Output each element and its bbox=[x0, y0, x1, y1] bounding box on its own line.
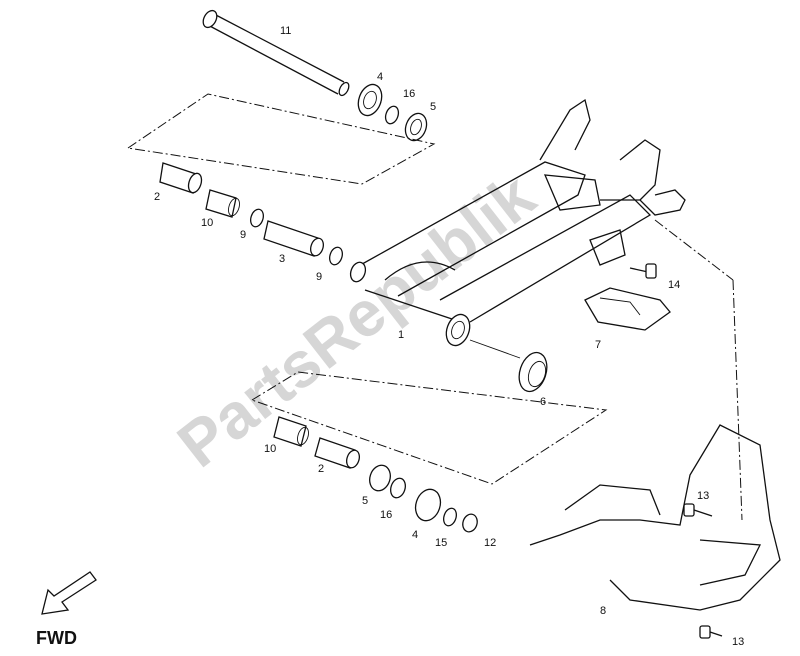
callout-5-upper: 5 bbox=[430, 101, 436, 113]
upper-seal-stack bbox=[357, 83, 428, 142]
swing-arm-part-1 bbox=[349, 98, 686, 359]
callout-13-lower: 13 bbox=[732, 636, 744, 648]
callout-4-lower: 4 bbox=[412, 529, 418, 541]
callout-10-lower: 10 bbox=[264, 443, 276, 455]
callout-2-lower: 2 bbox=[318, 463, 324, 475]
callout-4-upper: 4 bbox=[377, 71, 383, 83]
callout-6: 6 bbox=[540, 396, 546, 408]
upper-bushing-stack bbox=[159, 162, 343, 266]
callout-10-upper: 10 bbox=[201, 217, 213, 229]
callout-12: 12 bbox=[484, 537, 496, 549]
chain-guide-part-6 bbox=[518, 351, 548, 393]
callout-16-lower: 16 bbox=[380, 509, 392, 521]
lower-bushing-stack bbox=[273, 416, 360, 469]
forward-arrow-icon bbox=[41, 571, 97, 615]
callout-14: 14 bbox=[668, 279, 680, 291]
callout-1: 1 bbox=[398, 329, 404, 341]
forward-direction-label: FWD bbox=[36, 628, 77, 648]
upper-exploded-frame bbox=[127, 93, 436, 185]
footrest-guard-part-8 bbox=[529, 219, 781, 611]
bolt-part-14 bbox=[629, 263, 657, 279]
callout-2-upper: 2 bbox=[154, 191, 160, 203]
callout-3: 3 bbox=[279, 253, 285, 265]
callout-16-upper: 16 bbox=[403, 88, 415, 100]
callout-15: 15 bbox=[435, 537, 447, 549]
callout-9-lower: 9 bbox=[316, 271, 322, 283]
callout-11: 11 bbox=[280, 25, 291, 37]
callout-8: 8 bbox=[600, 605, 606, 617]
chain-slider-part-7 bbox=[584, 287, 671, 331]
callout-5-lower: 5 bbox=[362, 495, 368, 507]
callout-13-upper: 13 bbox=[697, 490, 709, 502]
pivot-shaft-part-11 bbox=[202, 9, 350, 97]
callout-9-upper: 9 bbox=[240, 229, 246, 241]
callout-labels: 11 4 16 5 2 10 9 3 9 1 14 7 6 10 2 5 16 … bbox=[154, 25, 744, 648]
bolts-part-13 bbox=[683, 503, 723, 639]
lower-exploded-frame bbox=[251, 371, 608, 485]
callout-7: 7 bbox=[595, 339, 601, 351]
lower-seal-stack bbox=[369, 464, 478, 533]
